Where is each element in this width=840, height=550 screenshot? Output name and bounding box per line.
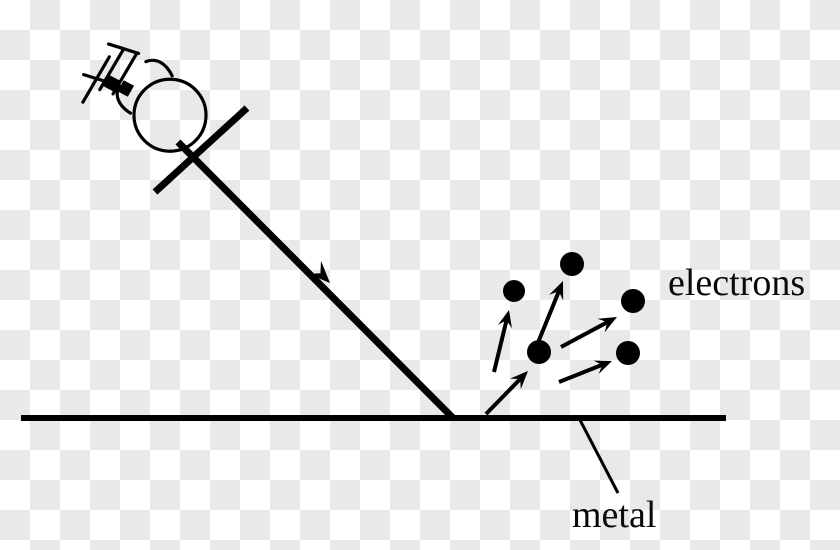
electron-3 xyxy=(527,340,551,364)
arrow-to-electron-4 xyxy=(560,317,617,349)
arrow-to-electron-2-head xyxy=(549,281,564,301)
arrow-to-electron-2 xyxy=(533,281,564,351)
arrow-to-electron-5-shaft xyxy=(558,362,605,384)
electron-1 xyxy=(503,280,525,302)
bulb-contact-tab-1 xyxy=(117,80,135,97)
electron-arrow-layer xyxy=(484,281,617,416)
arrow-to-electron-1-shaft xyxy=(492,318,509,373)
bulb-base-right-edge xyxy=(106,42,141,55)
arrow-to-electron-1 xyxy=(492,310,512,373)
electron-4 xyxy=(621,289,645,313)
bulb-contact-tab-2 xyxy=(103,75,121,92)
arrow-to-electron-5 xyxy=(558,360,612,384)
electron-5 xyxy=(616,341,640,365)
metal-label: metal xyxy=(572,494,656,536)
light-ray-arrowhead xyxy=(307,260,330,283)
electrons-label: electrons xyxy=(668,262,805,304)
arrow-to-electron-3-head xyxy=(510,371,528,390)
arrow-to-electron-1-head xyxy=(498,310,512,329)
bulb-cap-line xyxy=(81,55,111,104)
arrow-to-electron-3 xyxy=(484,371,528,416)
arrow-to-electron-4-head xyxy=(597,317,617,333)
arrow-to-electron-3-shaft xyxy=(484,376,523,416)
arrow-to-electron-5-head xyxy=(593,360,612,374)
bulb-neck-right xyxy=(144,58,174,78)
electron-2 xyxy=(560,252,584,276)
incident-light-ray xyxy=(175,139,456,421)
metal-leader-line xyxy=(578,419,620,494)
bulb-screw-thread-1 xyxy=(111,52,138,96)
electron-layer xyxy=(503,252,645,365)
bulb-screw-thread-2 xyxy=(98,48,125,92)
light-bulb xyxy=(81,42,208,153)
bulb-glass-envelope xyxy=(132,77,208,153)
ray-start-tick xyxy=(152,105,250,195)
arrow-to-electron-4-shaft xyxy=(560,319,610,349)
